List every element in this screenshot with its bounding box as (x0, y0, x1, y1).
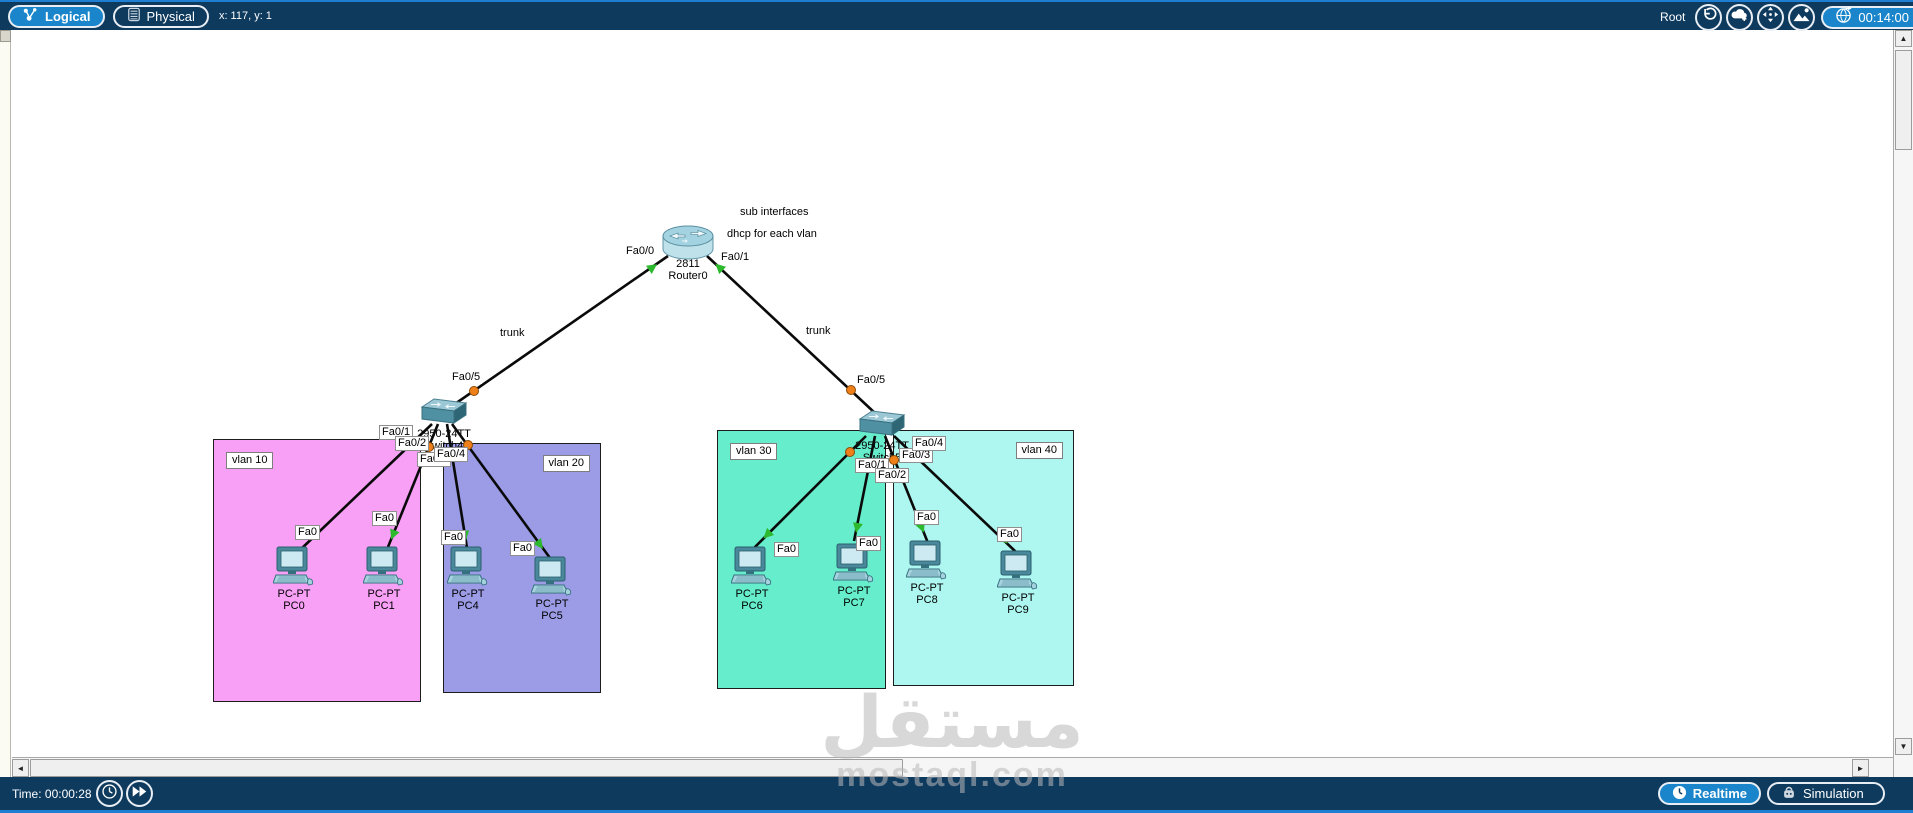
globe-clock-icon (1835, 6, 1853, 27)
bottom-toolbar: Time: 00:00:28 Realtime Simulation (0, 777, 1913, 813)
move-arrows-icon (1762, 6, 1779, 28)
port-label-fa0-0: Fa0/0 (624, 245, 657, 258)
port-label-fa0-5: Fa0/5 (450, 371, 483, 384)
pc5-pc-icon[interactable] (530, 556, 573, 600)
vlan-area-label: vlan 30 (730, 443, 778, 460)
port-label-fa0: Fa0 (441, 530, 466, 545)
port-label-fa0-2: Fa0/2 (875, 468, 910, 483)
background-image-button[interactable] (1788, 3, 1816, 31)
port-label-fa0-1: Fa0/1 (719, 251, 752, 264)
realtime-clock-icon (1672, 785, 1687, 803)
left-gutter (0, 30, 11, 777)
port-label-fa0: Fa0 (914, 510, 939, 525)
simulation-time-label: Time: 00:00:28 (12, 786, 92, 801)
add-cloud-button[interactable] (1726, 3, 1754, 31)
ethernet-cable[interactable] (445, 423, 469, 549)
cloud-plus-icon (1730, 7, 1749, 27)
router0-router-icon[interactable] (662, 224, 714, 262)
horizontal-scrollbar[interactable]: ◄ ► (12, 757, 1893, 777)
cursor-coordinates: x: 117, y: 1 (218, 10, 272, 22)
vertical-scrollbar[interactable]: ▲ ▼ (1893, 30, 1913, 777)
port-label-fa0-2: Fa0/2 (395, 436, 430, 451)
note-text: trunk (806, 325, 831, 337)
port-label-fa0: Fa0 (510, 541, 535, 556)
pc9-pc-icon[interactable] (996, 550, 1039, 594)
port-label-fa0: Fa0 (856, 536, 881, 551)
tab-physical[interactable]: Physical (112, 4, 209, 28)
note-text: dhcp for each vlan (727, 228, 817, 240)
vlan-area-label: vlan 20 (542, 455, 590, 472)
vlan-area-label: vlan 10 (226, 452, 274, 469)
clock-time-label: 00:14:00 (1858, 9, 1909, 25)
scroll-down-button[interactable]: ▼ (1895, 738, 1912, 755)
port-label-fa0: Fa0 (295, 525, 320, 540)
port-label-fa0: Fa0 (774, 542, 799, 557)
switch5-switch-icon[interactable] (857, 408, 907, 442)
ethernet-cable[interactable] (852, 435, 877, 542)
simulation-label: Simulation (1803, 786, 1864, 801)
pc6-pc-icon[interactable] (730, 546, 773, 590)
port-label-fa0-5: Fa0/5 (855, 374, 888, 387)
vlan-area-label: vlan 40 (1015, 442, 1063, 459)
physical-rack-icon (127, 7, 141, 25)
top-toolbar: Logical Physical x: 117, y: 1 Root (0, 0, 1913, 31)
tab-logical[interactable]: Logical (8, 4, 105, 28)
vertical-scroll-thumb[interactable] (1895, 50, 1912, 150)
scroll-up-button[interactable]: ▲ (1895, 30, 1912, 47)
switch4-switch-icon[interactable] (419, 396, 469, 430)
power-cycle-icon (101, 783, 118, 805)
undo-button[interactable] (1695, 3, 1723, 31)
link-status-amber-icon (889, 454, 900, 465)
fast-forward-button[interactable] (125, 780, 153, 807)
port-label-fa0: Fa0 (997, 527, 1022, 542)
fast-forward-icon (131, 785, 148, 803)
ethernet-cable[interactable] (451, 254, 669, 408)
power-cycle-button[interactable] (95, 780, 123, 807)
pc0-pc-icon[interactable] (272, 546, 315, 590)
pc1-pc-icon[interactable] (362, 546, 405, 590)
network-clock[interactable]: 00:14:00 (1821, 5, 1913, 29)
pan-move-button[interactable] (1757, 3, 1785, 31)
link-status-amber-icon (845, 385, 856, 396)
undo-icon (1700, 6, 1717, 28)
gutter-corner (0, 30, 11, 42)
simulation-mode-button[interactable]: Simulation (1767, 782, 1885, 805)
realtime-label: Realtime (1692, 786, 1747, 801)
pc8-pc-icon[interactable] (905, 540, 948, 584)
logical-workspace-icon (22, 7, 39, 25)
image-icon (1792, 7, 1811, 27)
link-status-amber-icon (845, 446, 856, 457)
port-label-fa0-4: Fa0/4 (912, 436, 947, 451)
note-text: sub interfaces (740, 206, 809, 218)
tab-logical-label: Logical (45, 8, 91, 24)
tab-physical-label: Physical (146, 8, 195, 24)
scroll-left-button[interactable]: ◄ (12, 759, 29, 777)
note-text: trunk (500, 327, 525, 339)
horizontal-scroll-thumb[interactable] (30, 759, 903, 777)
simulation-icon (1781, 785, 1797, 803)
link-status-amber-icon (468, 386, 479, 396)
port-label-fa0-4: Fa0/4 (434, 447, 469, 462)
pc4-pc-icon[interactable] (446, 546, 489, 590)
realtime-mode-button[interactable]: Realtime (1657, 782, 1761, 805)
port-label-fa0: Fa0 (372, 511, 397, 526)
ethernet-cable[interactable] (883, 435, 930, 544)
user-label: Root (1660, 10, 1686, 24)
scroll-right-button[interactable]: ► (1852, 759, 1869, 777)
